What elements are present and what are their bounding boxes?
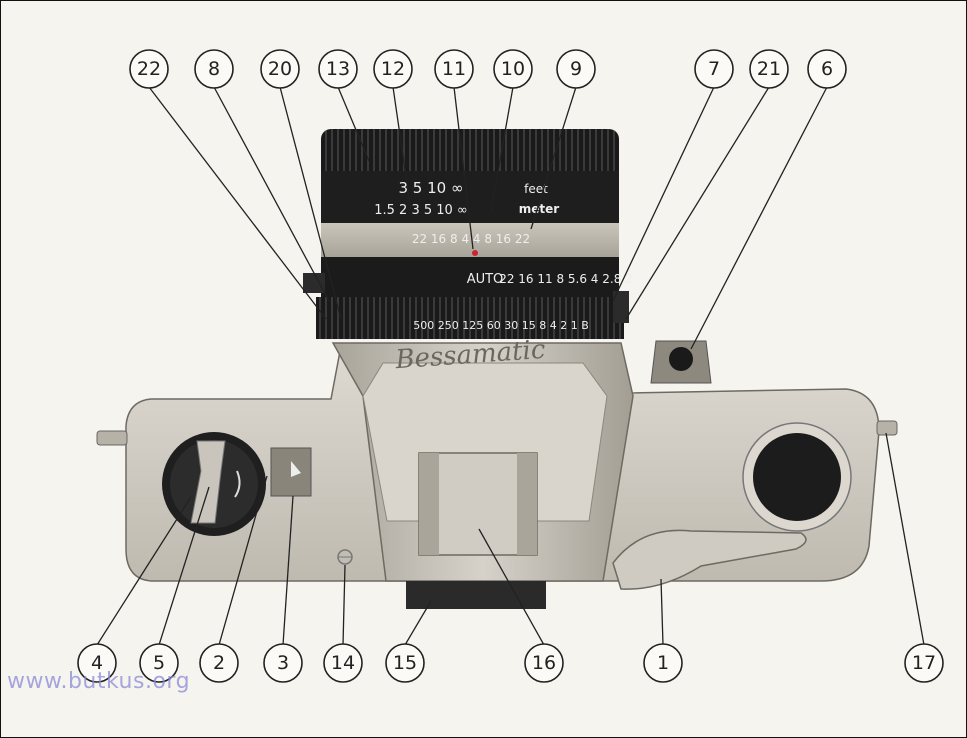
callout-12: 12	[373, 49, 413, 89]
svg-text:5: 5	[153, 652, 165, 674]
callout-9: 9	[556, 49, 596, 89]
svg-text:7: 7	[708, 58, 720, 80]
left-strap-lug	[96, 430, 128, 446]
callout-3: 3	[263, 643, 303, 683]
callout-13: 13	[318, 49, 358, 89]
callout-22: 22	[129, 49, 169, 89]
shutter-release-button	[753, 433, 841, 521]
watermark-text: www.butkus.org	[7, 669, 191, 694]
svg-text:13: 13	[326, 58, 350, 80]
distance-m-label: meter	[519, 202, 560, 216]
callout-8: 8	[194, 49, 234, 89]
svg-text:17: 17	[912, 652, 936, 674]
distance-ft-scale: 3 5 10 ∞	[399, 179, 464, 197]
svg-text:15: 15	[393, 652, 417, 674]
callout-20: 20	[260, 49, 300, 89]
aperture-auto-label: AUTO	[467, 272, 504, 287]
svg-text:22: 22	[137, 58, 161, 80]
svg-text:2: 2	[213, 652, 225, 674]
callout-15: 15	[385, 643, 425, 683]
index-mark	[472, 250, 478, 256]
callout-2: 2	[199, 643, 239, 683]
svg-text:14: 14	[331, 652, 355, 674]
svg-text:8: 8	[208, 58, 220, 80]
callout-16: 16	[524, 643, 564, 683]
shutter-speed-scale: 500 250 125 60 30 15 8 4 2 1 B	[413, 319, 588, 332]
lens-lever	[303, 273, 325, 293]
svg-text:9: 9	[570, 58, 582, 80]
svg-text:4: 4	[91, 652, 103, 674]
svg-text:16: 16	[532, 652, 556, 674]
lens-catch	[613, 291, 629, 323]
callout-4: 4	[77, 643, 117, 683]
callout-5: 5	[139, 643, 179, 683]
callout-10: 10	[493, 49, 533, 89]
leader-lines	[96, 86, 925, 646]
svg-text:10: 10	[501, 58, 525, 80]
film-advance-lever	[612, 529, 807, 590]
rewind-base	[406, 581, 546, 609]
callout-1: 1	[643, 643, 683, 683]
svg-text:11: 11	[442, 58, 466, 80]
callout-11: 11	[434, 49, 474, 89]
right-strap-lug	[876, 420, 898, 436]
distance-m-scale: 1.5 2 3 5 10 ∞	[374, 203, 468, 218]
depth-of-field-scale: 22 16 8 4 4 8 16 22	[412, 232, 530, 246]
aperture-ring	[321, 257, 619, 297]
svg-text:6: 6	[821, 58, 833, 80]
distance-ft-label: feet	[524, 182, 548, 196]
distance-scale-ring	[321, 171, 619, 223]
svg-text:12: 12	[381, 58, 405, 80]
svg-text:20: 20	[268, 58, 292, 80]
callout-17: 17	[904, 643, 944, 683]
aperture-scale: 22 16 11 8 5.6 4 2.8 2	[499, 272, 633, 286]
svg-text:1: 1	[657, 652, 669, 674]
callout-7: 7	[694, 49, 734, 89]
callout-6: 6	[807, 49, 847, 89]
svg-text:21: 21	[757, 58, 781, 80]
rewind-crank	[190, 440, 226, 524]
svg-text:3: 3	[277, 652, 289, 674]
callout-21: 21	[749, 49, 789, 89]
callout-14: 14	[323, 643, 363, 683]
shutter-speed-ring	[316, 297, 624, 339]
